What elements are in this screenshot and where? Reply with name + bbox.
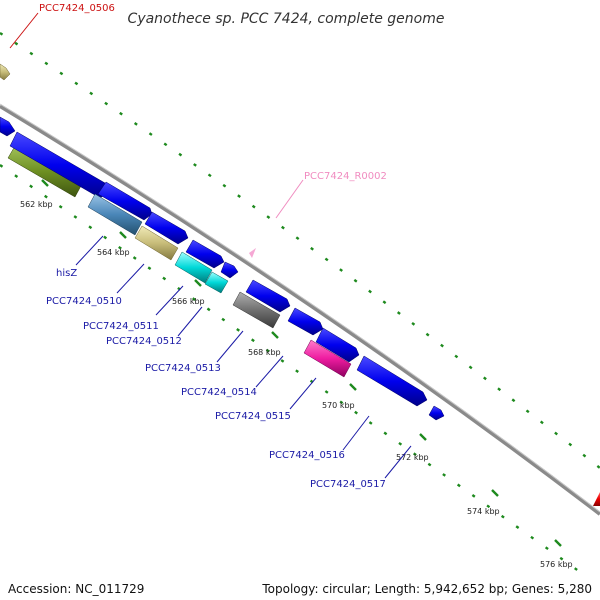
scale-ticks — [41, 179, 562, 547]
gene-feature[interactable] — [315, 327, 360, 363]
gene-label[interactable]: PCC7424_0511 — [83, 321, 159, 332]
gene-feature[interactable] — [356, 355, 428, 407]
gene-feature[interactable] — [87, 193, 143, 236]
gene-label[interactable]: PCC7424_0514 — [181, 387, 257, 398]
gene-features — [0, 116, 445, 421]
gene-feature[interactable] — [287, 307, 324, 336]
gene-feature[interactable] — [204, 271, 229, 294]
gene-label[interactable]: PCC7424_0517 — [310, 479, 386, 490]
label-leader-lines — [9, 12, 412, 479]
tick-label: 566 kbp — [172, 297, 205, 306]
gene-label[interactable]: PCC7424_0515 — [215, 411, 291, 422]
gene-feature[interactable] — [0, 116, 16, 137]
gene-feature[interactable] — [428, 405, 445, 421]
gene-feature[interactable] — [0, 63, 11, 81]
tick-label: 564 kbp — [97, 248, 130, 257]
gene-feature[interactable] — [220, 261, 239, 279]
gene-feature[interactable] — [185, 239, 225, 269]
gene-label[interactable]: PCC7424_0512 — [106, 336, 182, 347]
gene-feature[interactable] — [97, 181, 153, 221]
gene-feature[interactable] — [134, 225, 179, 261]
backbone-arc — [0, 104, 600, 516]
tick-label: 572 kbp — [396, 453, 429, 462]
gene-label[interactable]: PCC7424_0516 — [269, 450, 345, 461]
gene-label[interactable]: hisZ — [56, 268, 77, 279]
outer-dotted-ring — [0, 31, 600, 573]
rna-feature[interactable] — [249, 248, 256, 258]
gene-label[interactable]: PCC7424_0506 — [39, 3, 115, 14]
gene-label[interactable]: PCC7424_0510 — [46, 296, 122, 307]
tick-label: 568 kbp — [248, 348, 281, 357]
gene-feature[interactable] — [245, 279, 291, 313]
tick-label: 570 kbp — [322, 401, 355, 410]
gene-label[interactable]: PCC7424_0513 — [145, 363, 221, 374]
genome-summary-text: Topology: circular; Length: 5,942,652 bp… — [262, 582, 592, 596]
rna-label[interactable]: PCC7424_R0002 — [304, 171, 387, 182]
tick-label: 576 kbp — [540, 560, 573, 569]
gene-feature[interactable] — [593, 492, 600, 506]
gene-feature[interactable] — [174, 251, 213, 284]
accession-text: Accession: NC_011729 — [8, 582, 145, 596]
gene-feature[interactable] — [303, 339, 352, 378]
gene-feature[interactable] — [144, 211, 189, 245]
tick-label: 574 kbp — [467, 507, 500, 516]
map-title: Cyanothece sp. PCC 7424, complete genome — [128, 11, 445, 27]
tick-label: 562 kbp — [20, 200, 53, 209]
gene-feature[interactable] — [232, 291, 281, 329]
